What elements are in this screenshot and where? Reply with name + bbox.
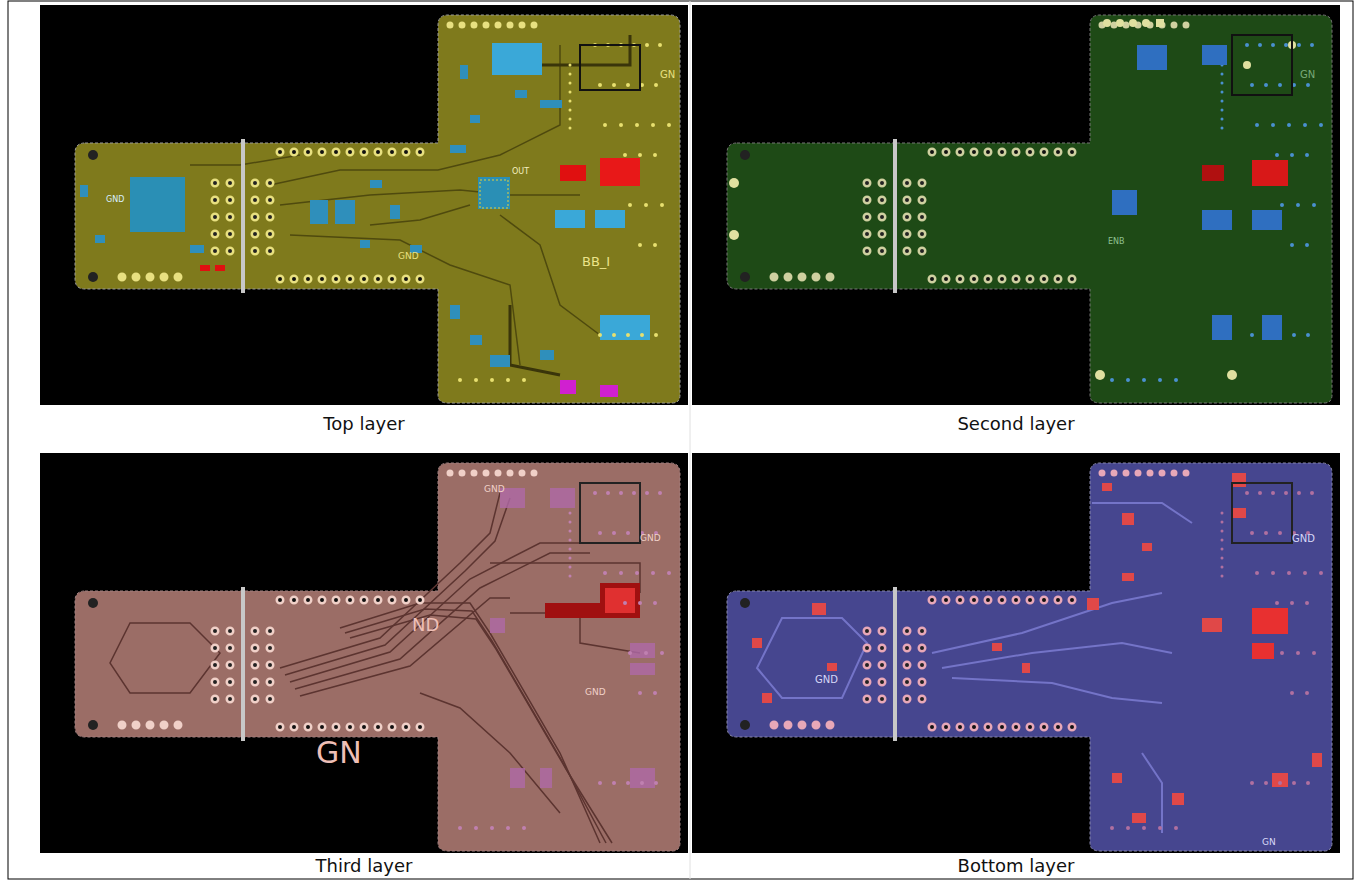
board-net-label: GN [1300, 70, 1315, 80]
board-net-label: GN [316, 738, 362, 768]
board-net-label: BB_I [582, 255, 610, 268]
board-net-label: GND [815, 675, 838, 685]
board-net-label: GND [640, 534, 661, 543]
board-net-label: OUT [512, 168, 529, 176]
layer-caption: Top layer [40, 413, 688, 434]
board-net-label: GND [1292, 534, 1315, 544]
board-net-label: GND [585, 688, 606, 697]
board-net-label: GN [1262, 838, 1276, 847]
layer-panel: Third layer [40, 453, 688, 881]
layer-caption: Bottom layer [692, 855, 1340, 876]
board-net-label: GN [660, 70, 675, 80]
layer-caption: Third layer [40, 855, 688, 876]
board-net-label: GND [398, 252, 419, 261]
board-net-label: GND [106, 196, 124, 204]
layer-panel: Bottom layer [692, 453, 1340, 881]
layer-panel: Second layer [692, 5, 1340, 445]
board-net-label: GND [484, 485, 505, 494]
board-net-label: ENB [1108, 238, 1125, 246]
layer-caption: Second layer [692, 413, 1340, 434]
layer-panel: Top layer [40, 5, 688, 445]
board-net-label: ND [412, 616, 439, 634]
